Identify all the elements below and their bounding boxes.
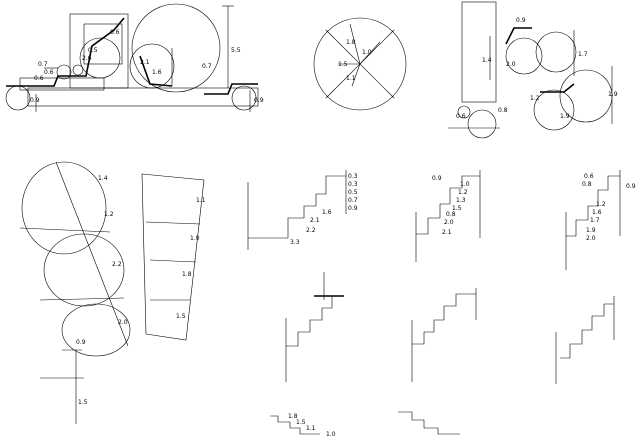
dim-label: 2.1 bbox=[442, 229, 452, 236]
dim-label: 0.7 bbox=[38, 61, 48, 68]
dim-label: 1.6 bbox=[322, 209, 332, 216]
dim-label: 1.7 bbox=[578, 51, 588, 58]
dim-label: 0.9 bbox=[348, 205, 358, 212]
dim-label: 0.9 bbox=[76, 339, 86, 346]
dim-label: 5.5 bbox=[231, 47, 241, 54]
stair-c-panel: 0.6 0.8 0.9 1.2 1.6 1.7 1.9 2.0 bbox=[565, 170, 636, 270]
stair-e-panel bbox=[411, 288, 477, 382]
dim-label: 0.7 bbox=[348, 197, 358, 204]
dim-label: 1.1 bbox=[306, 425, 316, 432]
dim-label: 0.9 bbox=[516, 17, 526, 24]
dim-label: 1.9 bbox=[560, 113, 570, 120]
dim-label: 1.6 bbox=[152, 69, 162, 76]
dim-label: 0.5 bbox=[348, 189, 358, 196]
dim-label: 0.7 bbox=[202, 63, 212, 70]
dim-label: 0.9 bbox=[626, 183, 636, 190]
dim-label: 0.5 bbox=[88, 47, 98, 54]
dim-label: 2.6 bbox=[82, 55, 92, 62]
dim-label: 1.3 bbox=[456, 197, 466, 204]
dim-label: 1.0 bbox=[362, 49, 372, 56]
dim-label: 0.6 bbox=[44, 69, 54, 76]
dim-label: 0.6 bbox=[110, 29, 120, 36]
dim-label: 1.2 bbox=[530, 95, 540, 102]
dim-label: 1.5 bbox=[338, 61, 348, 68]
dim-label: 1.2 bbox=[104, 211, 114, 218]
stair-b-panel: 0.9 1.0 1.2 1.3 1.5 0.8 2.0 2.1 bbox=[415, 170, 481, 262]
dim-label: 2.1 bbox=[140, 59, 150, 66]
dim-label: 1.8 bbox=[288, 413, 298, 420]
dim-label: 1.4 bbox=[482, 57, 492, 64]
dim-label: 0.8 bbox=[446, 211, 456, 218]
dim-label: 2.0 bbox=[444, 219, 454, 226]
dim-label: 1.5 bbox=[176, 313, 186, 320]
dim-label: 0.8 bbox=[582, 181, 592, 188]
dim-label: 1.2 bbox=[596, 201, 606, 208]
dim-label: 1.1 bbox=[196, 197, 206, 204]
ellipses-panel: 1.4 1.2 2.2 2.0 0.9 1.5 bbox=[19, 161, 131, 424]
dim-label: 1.0 bbox=[326, 431, 336, 438]
dim-label: 0.8 bbox=[498, 107, 508, 114]
dim-label: 1.0 bbox=[190, 235, 200, 242]
dim-label: 2.2 bbox=[112, 261, 122, 268]
dim-label: 2.0 bbox=[506, 61, 516, 68]
dim-label: 0.9 bbox=[254, 97, 264, 104]
dim-label: 2.0 bbox=[118, 319, 128, 326]
dim-label: 1.8 bbox=[182, 271, 192, 278]
dim-label: 1.9 bbox=[608, 91, 618, 98]
dim-label: 0.6 bbox=[584, 173, 594, 180]
strip-panel: 1.1 1.0 1.8 1.5 bbox=[141, 173, 206, 341]
top-view-panel: 0.9 1.4 2.0 1.7 0.8 0.6 1.9 1.2 1.9 bbox=[448, 1, 618, 139]
dim-label: 1.5 bbox=[78, 399, 88, 406]
dim-label: 1.5 bbox=[452, 205, 462, 212]
stair-f-panel bbox=[555, 296, 615, 384]
dim-label: 1.2 bbox=[458, 189, 468, 196]
dim-label: 0.9 bbox=[30, 97, 40, 104]
dim-label: 1.7 bbox=[590, 217, 600, 224]
dim-label: 0.9 bbox=[432, 175, 442, 182]
dim-label: 0.3 bbox=[348, 173, 358, 180]
side-view-panel: 5.5 0.7 0.6 0.5 2.6 2.1 1.6 0.7 0.6 0.6 … bbox=[5, 3, 264, 112]
dim-label: 0.6 bbox=[34, 75, 44, 82]
bottom-stair-panel: 1.8 1.5 1.1 1.0 bbox=[270, 413, 336, 438]
dim-label: 2.0 bbox=[586, 235, 596, 242]
stair-d-panel bbox=[285, 272, 344, 382]
dim-label: 1.0 bbox=[460, 181, 470, 188]
dim-label: 0.3 bbox=[348, 181, 358, 188]
stair-a-panel: 0.3 0.3 0.5 0.7 0.9 1.6 2.1 2.2 3.3 bbox=[247, 170, 358, 250]
dim-label: 1.6 bbox=[592, 209, 602, 216]
circle-panel: 1.8 1.0 1.5 1.1 bbox=[313, 17, 407, 111]
dim-label: 1.1 bbox=[346, 75, 356, 82]
bottom-stair-b-panel bbox=[398, 411, 460, 435]
dim-label: 1.5 bbox=[296, 419, 306, 426]
dim-label: 1.4 bbox=[98, 175, 108, 182]
dim-label: 1.8 bbox=[346, 39, 356, 46]
dim-label: 2.2 bbox=[306, 227, 316, 234]
dim-label: 0.6 bbox=[456, 113, 466, 120]
dim-label: 1.9 bbox=[586, 227, 596, 234]
dim-label: 3.3 bbox=[290, 239, 300, 246]
dim-label: 2.1 bbox=[310, 217, 320, 224]
